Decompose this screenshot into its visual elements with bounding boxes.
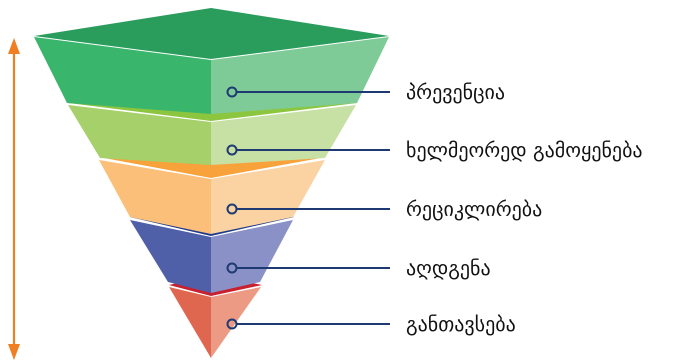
layer-label-recovery: აღდგენა [406, 256, 491, 280]
inverted-pyramid [34, 8, 389, 358]
connector-dot [226, 262, 238, 274]
layer-label-recycling: რეციკლირება [406, 197, 542, 221]
connector-dot [226, 318, 238, 330]
layer-recycling-left-face [99, 160, 211, 234]
layer-recycling-right-face [211, 160, 325, 234]
label-row-recovery: აღდგენა [226, 256, 491, 280]
connector-dot [226, 144, 238, 156]
layer-label-reuse: ხელმეორედ გამოყენება [406, 138, 643, 162]
label-row-disposal: განთავსება [226, 312, 516, 336]
layer-labels: პრევენცია ხელმეორედ გამოყენება რეციკლირე… [226, 80, 643, 336]
layer-disposal-left-face [169, 287, 211, 358]
layer-recovery-right-face [211, 220, 293, 293]
connector-dot [226, 86, 238, 98]
layer-reuse-left-face [68, 105, 211, 165]
label-row-reuse: ხელმეორედ გამოყენება [226, 138, 643, 162]
hierarchy-direction-arrow [8, 38, 20, 360]
arrow-head-down-icon [8, 344, 20, 360]
layer-recovery-left-face [130, 220, 211, 293]
label-row-prevention: პრევენცია [226, 80, 505, 104]
layer-prevention-left-face [34, 37, 211, 114]
layer-prevention [34, 8, 389, 114]
label-row-recycling: რეციკლირება [226, 197, 542, 221]
layer-label-prevention: პრევენცია [406, 80, 505, 104]
arrow-head-up-icon [8, 38, 20, 54]
layer-prevention-top-face [34, 8, 389, 59]
connector-dot [226, 203, 238, 215]
layer-label-disposal: განთავსება [406, 312, 516, 336]
layer-prevention-right-face [211, 37, 389, 114]
